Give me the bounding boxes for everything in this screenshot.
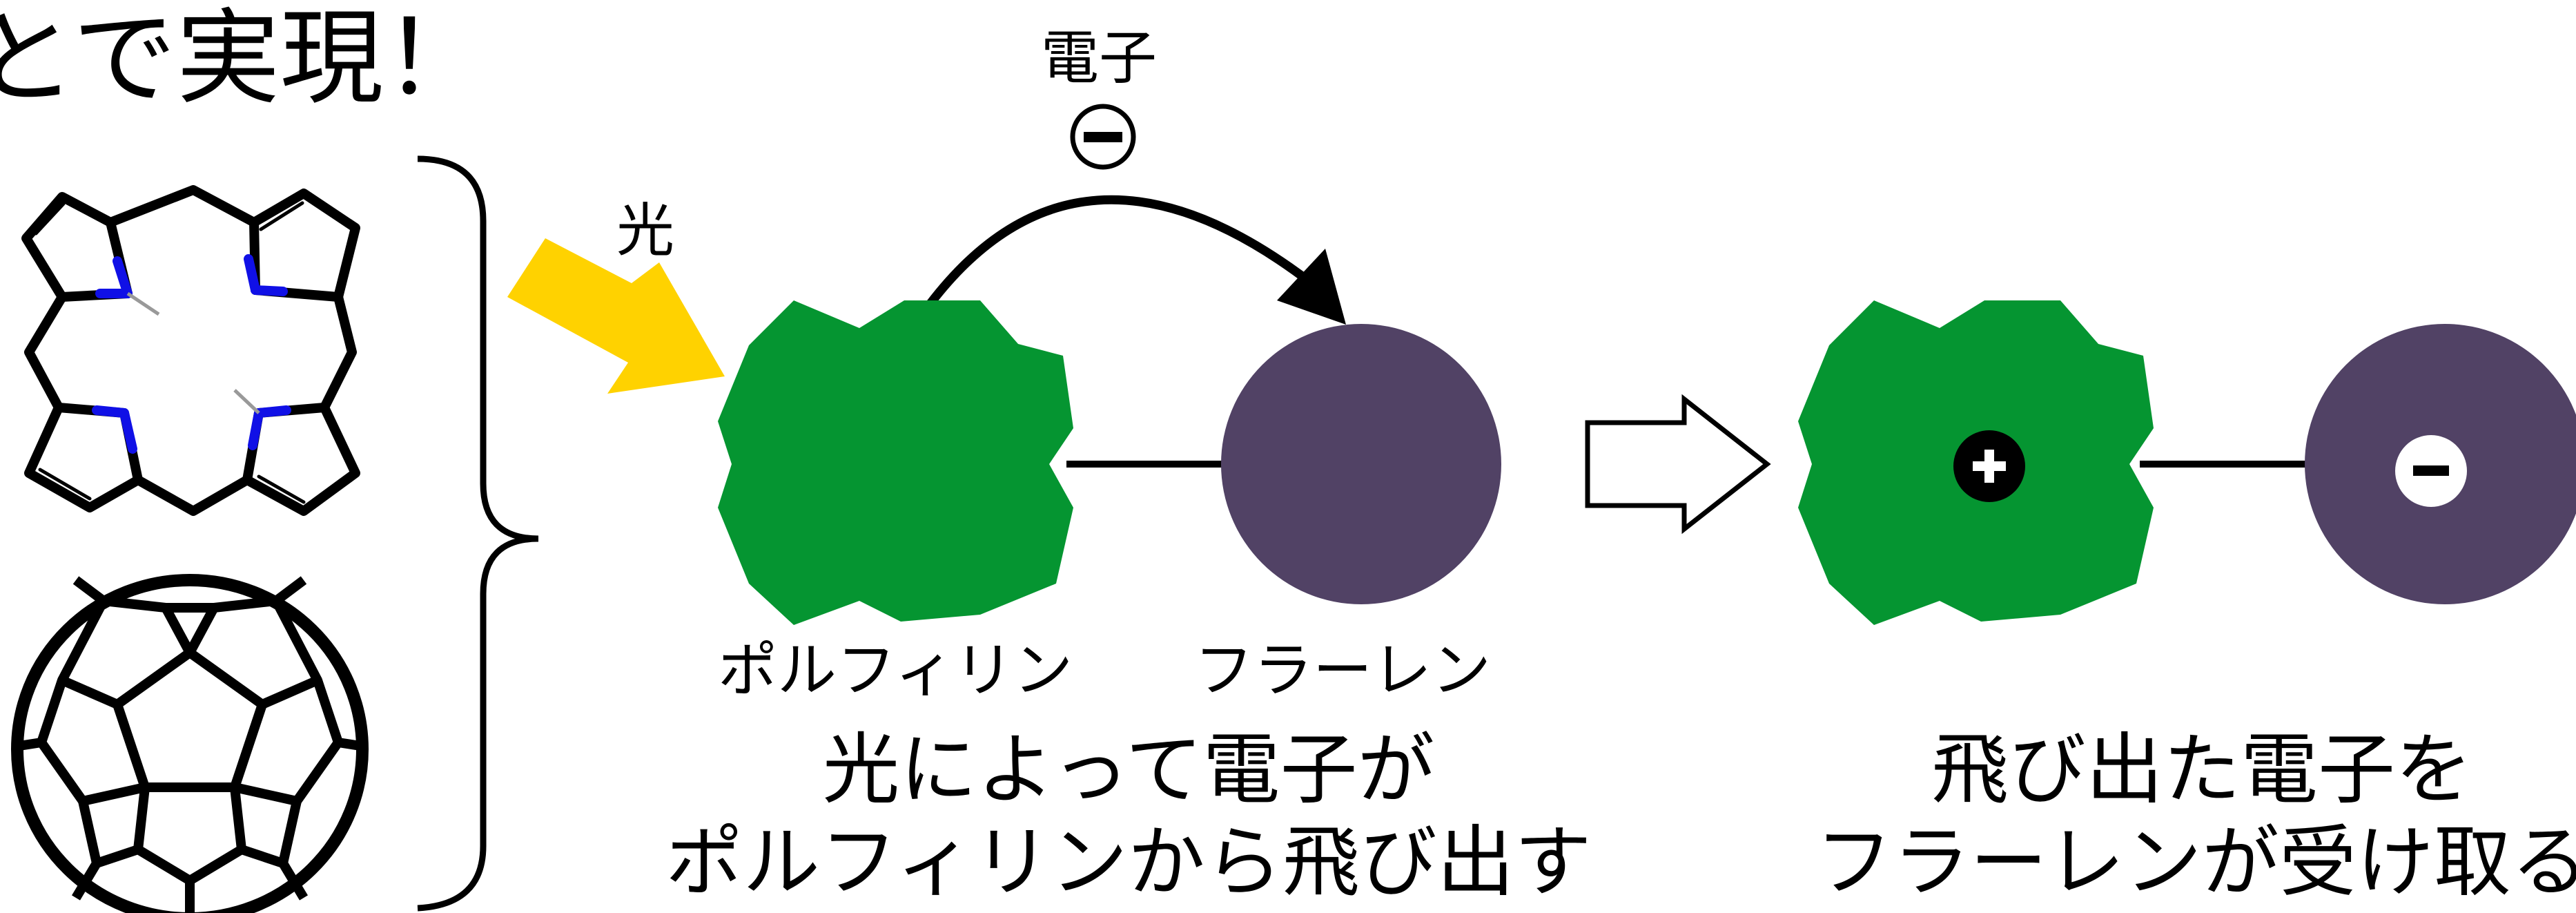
- caption-right-line-1: 飛び出た電子を: [1931, 725, 2472, 815]
- reaction-arrow-icon: [1585, 394, 1771, 535]
- porphyrin-structure: [21, 185, 360, 516]
- caption-left: 光によって電子が ポルフィリンから飛び出す: [635, 724, 1622, 910]
- caption-right: 飛び出た電子を フラーレンが受け取る: [1781, 724, 2576, 910]
- electron-symbol-icon: [1070, 104, 1136, 170]
- negative-charge-icon: [2395, 435, 2467, 507]
- page-title: とで実現！: [0, 0, 487, 119]
- positive-charge-icon: [1953, 430, 2025, 502]
- curly-brace: [417, 155, 539, 912]
- electron-arrowhead: [1277, 249, 1346, 325]
- porphyrin-shape-left: [718, 300, 1073, 625]
- porphyrin-label: ポルフィリン: [718, 636, 1073, 705]
- caption-right-line-2: フラーレンが受け取る: [1815, 818, 2576, 908]
- fullerene-label: フラーレン: [1194, 636, 1491, 705]
- light-bolt-icon: [507, 238, 725, 394]
- nitrogen-atoms: [92, 254, 291, 454]
- fullerene-structure: [11, 574, 369, 913]
- hydrogen-bonds: [126, 291, 260, 414]
- caption-left-line-1: 光によって電子が: [822, 725, 1435, 815]
- caption-left-line-2: ポルフィリンから飛び出す: [665, 818, 1592, 908]
- electron-transfer-arrow: [921, 195, 1314, 314]
- fullerene-shape-left: [1221, 324, 1501, 604]
- light-label: 光: [616, 197, 675, 265]
- electron-label: 電子: [1041, 24, 1158, 92]
